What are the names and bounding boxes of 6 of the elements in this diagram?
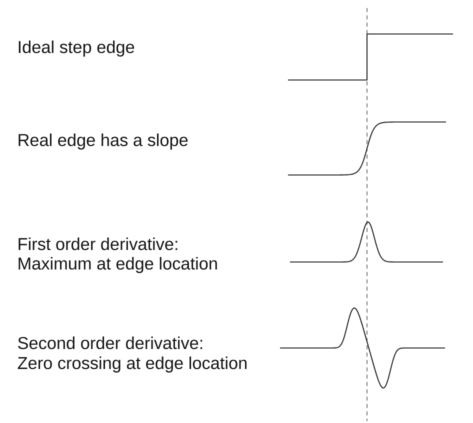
curve-label: Real edge has a slope	[18, 134, 188, 150]
curve-label: Ideal step edge	[18, 40, 134, 57]
curve-label: Maximum at edge location	[18, 257, 217, 274]
curve-label: First order derivative:	[18, 238, 178, 250]
curve-label: Zero crossing at edge location	[18, 356, 247, 373]
curve-label: Second order derivative:	[18, 336, 202, 350]
